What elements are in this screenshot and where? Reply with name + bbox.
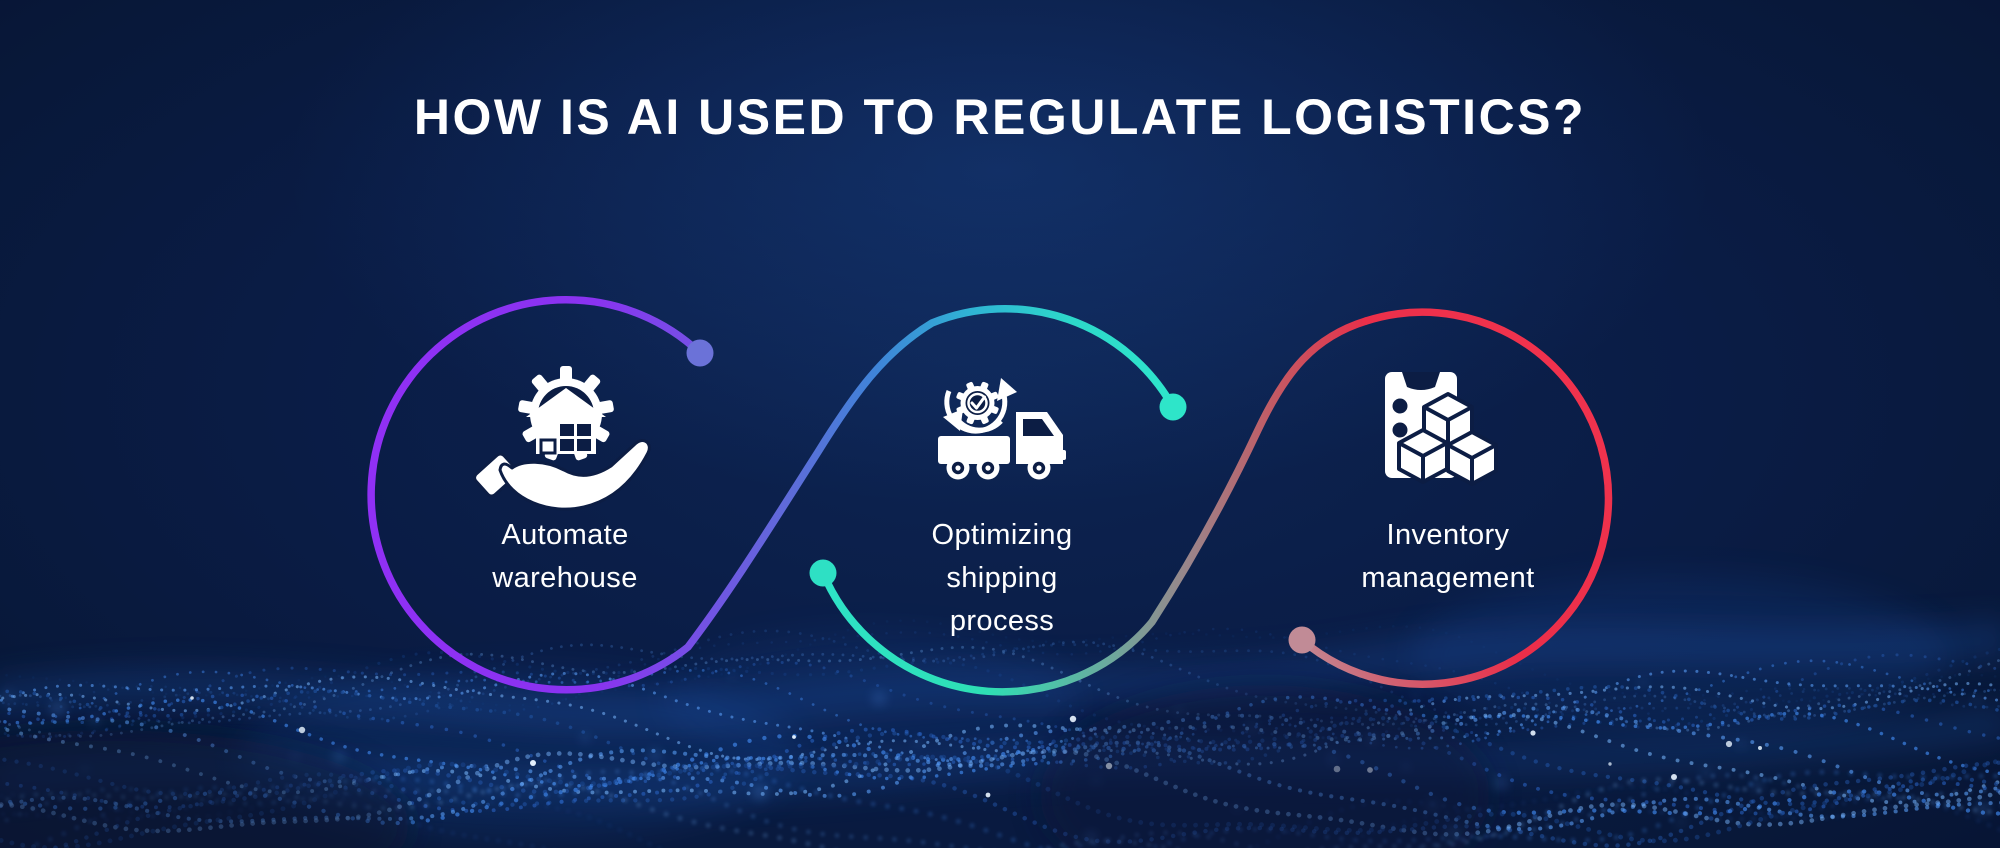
ring-end-dot-4 (1288, 626, 1316, 654)
wave-shadow-patches (0, 685, 1490, 848)
ring-end-dot-3 (809, 559, 837, 587)
label-line: Inventory (1386, 519, 1510, 551)
step-label-optimizing-shipping-process: Optimizing shipping process (822, 514, 1182, 643)
truck-wheels (946, 456, 1051, 480)
warehouse-hand-gear-icon (473, 366, 651, 511)
label-line: Automate (501, 519, 629, 551)
label-line: management (1361, 562, 1535, 594)
step-label-inventory-management: Inventory management (1268, 514, 1628, 600)
label-line: Optimizing (931, 519, 1073, 551)
ring-end-dot-1 (686, 339, 714, 367)
ring-chain (367, 296, 1613, 696)
label-line: shipping (946, 562, 1058, 594)
inventory-clipboard-cubes-icon (1385, 372, 1498, 486)
page-title: HOW IS AI USED TO REGULATE LOGISTICS? (413, 89, 1587, 145)
label-line: process (949, 605, 1055, 637)
label-line: warehouse (492, 562, 638, 594)
ring-stroke-optimizing-shipping (819, 317, 1370, 696)
cube-bottom-left (1397, 428, 1449, 484)
cube-bottom-right (1446, 430, 1498, 486)
step-label-automate-warehouse: Automate warehouse (385, 514, 745, 600)
ring-stroke-automate-warehouse (367, 296, 1177, 694)
ring-end-dot-2 (1159, 393, 1187, 421)
ring-stroke-inventory-management (1298, 308, 1613, 688)
truck-gear-check-icon (938, 378, 1066, 480)
